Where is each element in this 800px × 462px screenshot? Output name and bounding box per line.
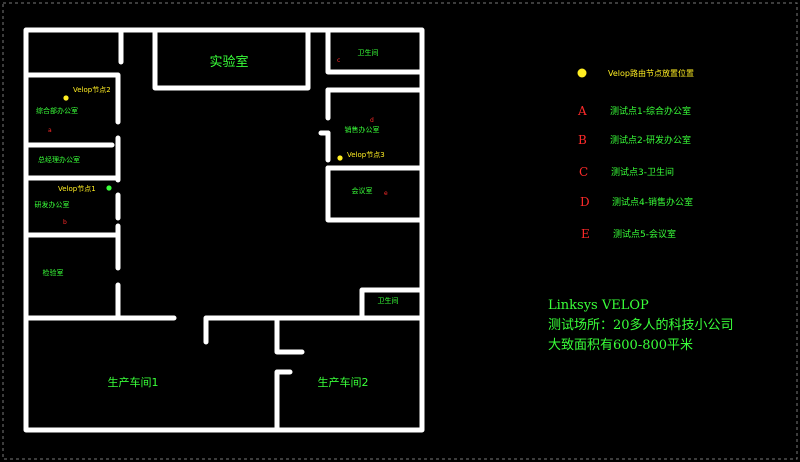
legend-item-c-text: 测试点3-卫生间 bbox=[611, 166, 674, 178]
info-product-name: Linksys VELOP bbox=[548, 298, 649, 313]
legend-item-c-letter: C bbox=[579, 165, 588, 179]
legend-node-label: Velop路由节点放置位置 bbox=[608, 68, 694, 78]
velop-node-1-dot bbox=[106, 185, 112, 191]
velop-node-2-label: Velop节点2 bbox=[73, 86, 111, 94]
room-label-rd-office: 研发办公室 bbox=[35, 200, 70, 209]
legend: Velop路由节点放置位置 A 测试点1-综合办公室 B 测试点2-研发办公室 … bbox=[577, 68, 694, 241]
info-area: 大致面积有600-800平米 bbox=[548, 338, 693, 353]
test-point-e-marker: e bbox=[384, 190, 388, 197]
test-info: Linksys VELOP 测试场所：20多人的科技小公司 大致面积有600-8… bbox=[548, 298, 734, 353]
velop-nodes: Velop节点2 Velop节点1 Velop节点3 bbox=[58, 86, 385, 193]
room-label-workshop-2: 生产车间2 bbox=[318, 375, 369, 389]
velop-node-1-label: Velop节点1 bbox=[58, 185, 96, 193]
info-test-site: 测试场所：20多人的科技小公司 bbox=[548, 317, 734, 333]
velop-node-2-dot bbox=[63, 95, 69, 101]
room-label-workshop-1: 生产车间1 bbox=[108, 375, 159, 389]
legend-item-a-text: 测试点1-综合办公室 bbox=[610, 105, 691, 117]
test-point-d-marker: d bbox=[370, 117, 374, 124]
legend-item-e-text: 测试点5-会议室 bbox=[613, 228, 676, 240]
test-point-c-marker: c bbox=[337, 57, 340, 64]
room-label-toilet-top: 卫生间 bbox=[358, 48, 379, 57]
room-label-sales-office: 销售办公室 bbox=[345, 125, 380, 134]
room-label-lab: 实验室 bbox=[209, 54, 248, 70]
legend-item-a-letter: A bbox=[577, 104, 587, 118]
velop-node-3-dot bbox=[337, 155, 343, 161]
test-point-b-marker: b bbox=[63, 219, 67, 226]
legend-item-d-letter: D bbox=[580, 195, 590, 209]
legend-node-icon bbox=[577, 68, 587, 78]
velop-node-3-label: Velop节点3 bbox=[347, 151, 385, 159]
floor-plan-walls bbox=[23, 27, 425, 433]
legend-item-b-letter: B bbox=[578, 133, 587, 147]
legend-item-e-letter: E bbox=[581, 227, 590, 241]
test-point-markers: a b c d e bbox=[48, 57, 388, 226]
room-label-meeting-room: 会议室 bbox=[352, 186, 373, 195]
room-label-inspection-room: 检验室 bbox=[43, 268, 64, 277]
legend-item-d-text: 测试点4-销售办公室 bbox=[612, 196, 693, 208]
room-label-general-office: 综合部办公室 bbox=[36, 106, 78, 115]
room-label-toilet-right: 卫生间 bbox=[378, 296, 399, 305]
legend-item-b-text: 测试点2-研发办公室 bbox=[610, 134, 691, 146]
test-point-a-marker: a bbox=[48, 127, 52, 134]
room-label-gm-office: 总经理办公室 bbox=[38, 155, 80, 164]
